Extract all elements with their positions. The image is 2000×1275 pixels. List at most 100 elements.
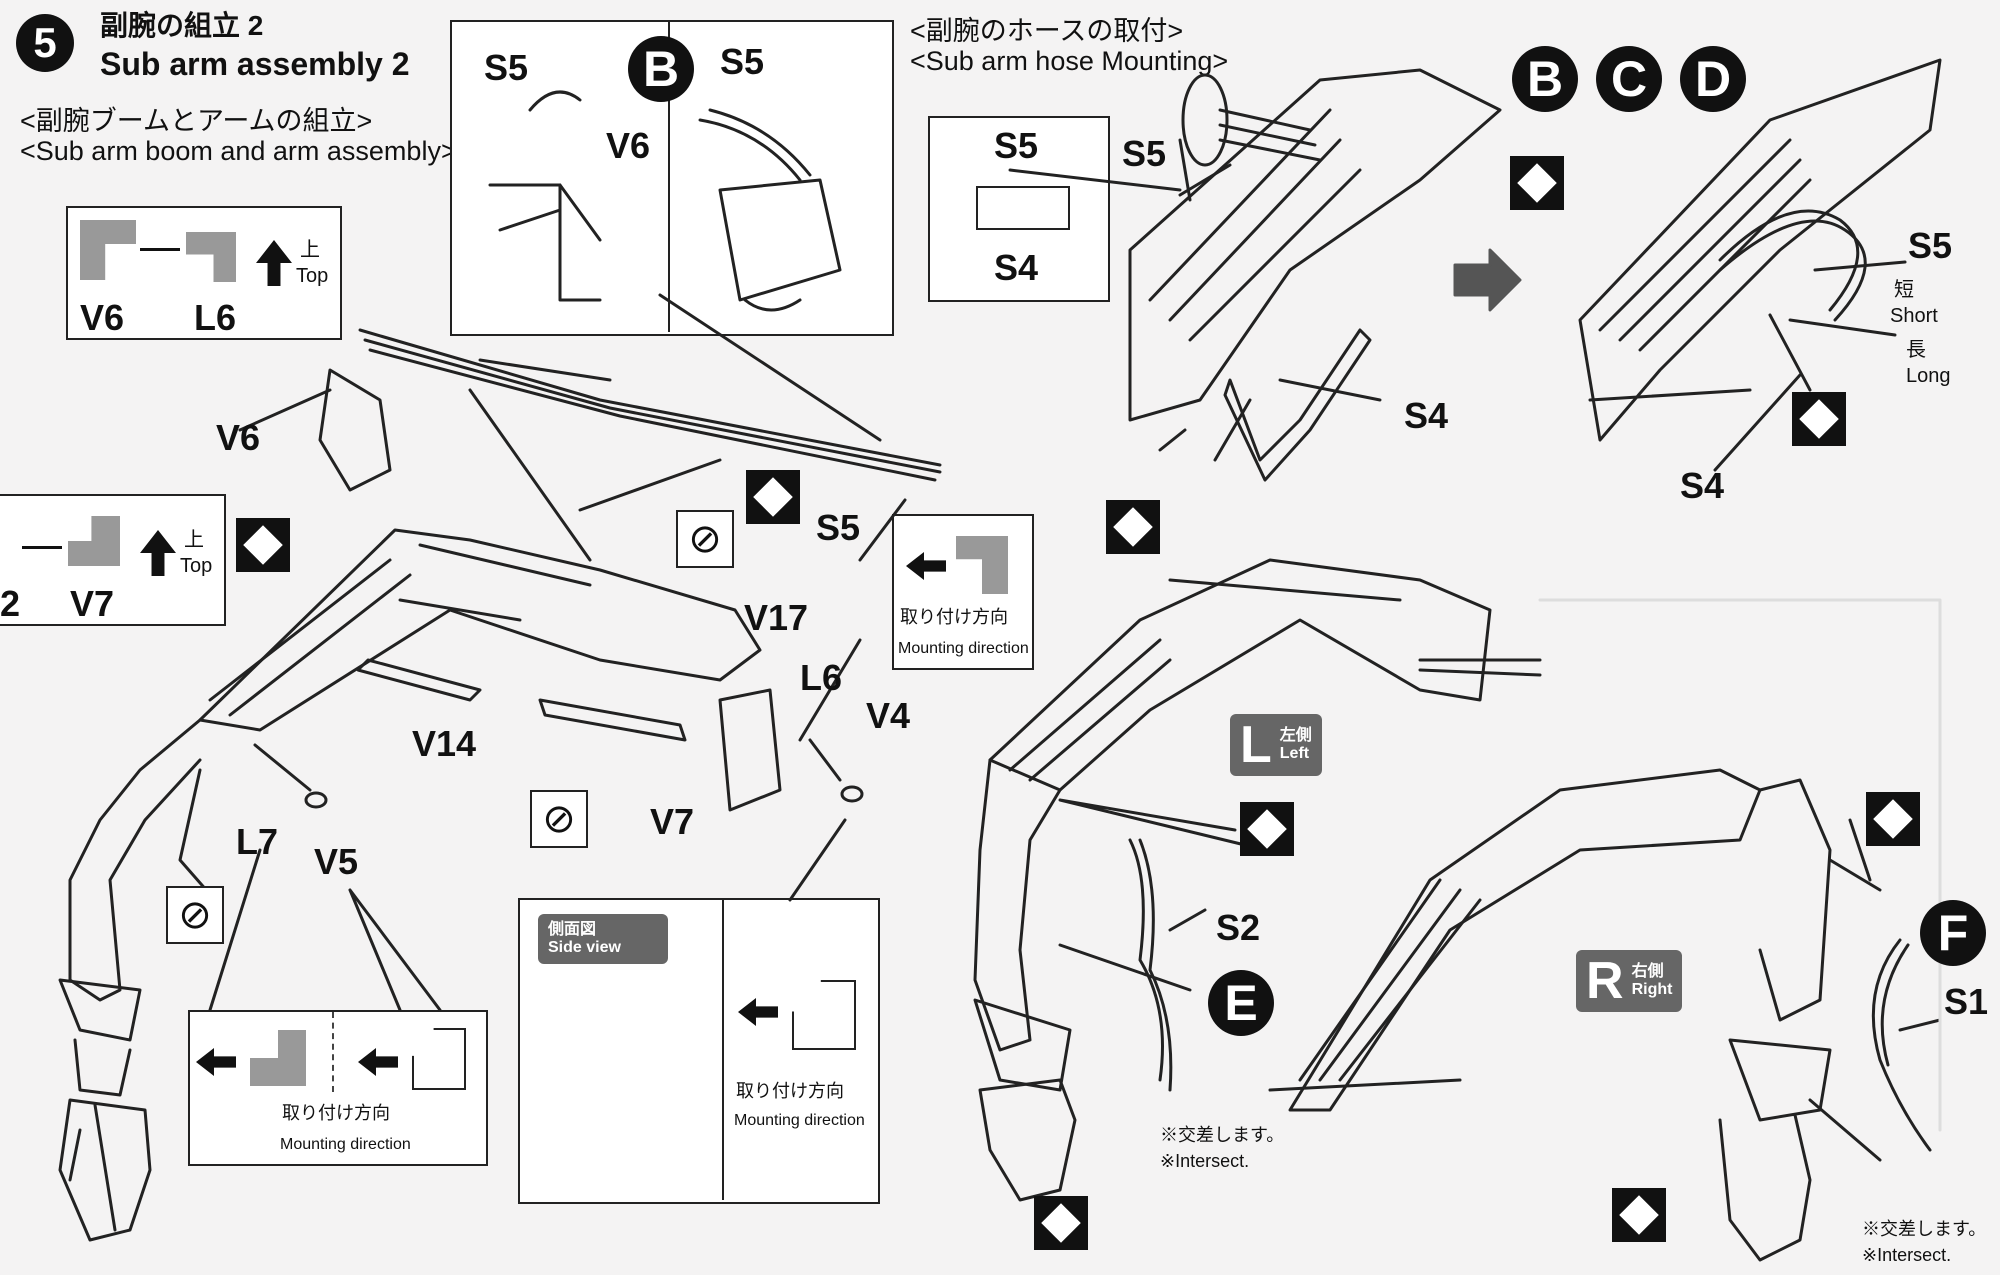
mounting-direction-jp-1: 取り付け方向 — [900, 607, 1008, 627]
callout-b-2: B — [1512, 46, 1578, 112]
callout-b-1: B — [628, 36, 694, 102]
top-label-en-2: Top — [180, 555, 213, 577]
l7-v5-box-divider — [332, 1012, 334, 1092]
diamond-marker — [1612, 1188, 1666, 1242]
hose-section-title-jp: <副腕のホースの取付> — [910, 16, 1184, 46]
left-assembly-arm — [973, 758, 1062, 1052]
part-label-s2: S2 — [1216, 907, 1261, 948]
right-assembly-crusher — [1718, 1038, 1832, 1262]
v6-bracket — [318, 368, 392, 492]
v14-rod — [356, 658, 482, 702]
left-assembly-boom — [988, 558, 1492, 792]
callout-f: F — [1920, 900, 1986, 966]
diamond-marker — [1106, 500, 1160, 554]
right-assembly-arm — [1758, 778, 1832, 1022]
l6-pin — [808, 738, 842, 782]
intersect-jp-left: ※交差します。 — [1160, 1125, 1285, 1145]
part-label-l6: L6 — [800, 657, 843, 698]
side-view-jp: 側面図 — [548, 921, 597, 939]
v7-cylinder — [538, 698, 687, 742]
callout-e: E — [1208, 970, 1274, 1036]
part-label-l7: L7 — [236, 821, 279, 862]
intersect-en-left: ※Intersect. — [1160, 1151, 1250, 1171]
top-label-en-1: Top — [296, 265, 329, 287]
short-label-jp: 短 — [1894, 279, 1914, 301]
part-label-s5: S5 — [1908, 225, 1953, 266]
bcd-boom — [1578, 58, 1942, 442]
mounting-direction-en-2: Mounting direction — [280, 1136, 411, 1153]
part-label-s5: S5 — [994, 125, 1039, 166]
part-label-s5: S5 — [484, 47, 529, 88]
mounting-direction-en-3: Mounting direction — [734, 1112, 865, 1129]
part-label-v7: V7 — [70, 583, 115, 624]
v5-mounting-part-icon — [412, 1028, 466, 1090]
callout-c: C — [1596, 46, 1662, 112]
right-assembly-boom — [1288, 768, 1762, 1112]
left-badge-en: Left — [1279, 745, 1310, 762]
prohibited-icon: ⊘ — [530, 790, 588, 848]
diamond-marker — [1510, 156, 1564, 210]
top-label-jp-2: 上 — [184, 529, 204, 551]
long-label-jp: 長 — [1906, 339, 1926, 361]
right-badge-letter: R — [1586, 952, 1624, 1010]
right-side-badge: R 右側 Right — [1576, 950, 1683, 1012]
intersect-en-right: ※Intersect. — [1862, 1245, 1952, 1265]
s5-hose-bundle — [358, 328, 942, 482]
right-badge-en: Right — [1631, 981, 1673, 998]
step-title-en: Sub arm assembly 2 — [100, 46, 410, 82]
part-label-v7: V7 — [650, 801, 695, 842]
step-title-jp: 副腕の組立 2 — [100, 10, 264, 41]
part-label-s5: S5 — [720, 41, 765, 82]
part-label-v6: V6 — [216, 417, 261, 458]
diamond-marker — [1792, 392, 1846, 446]
diamond-marker — [1034, 1196, 1088, 1250]
prohibited-icon: ⊘ — [676, 510, 734, 568]
left-boom-outline — [198, 528, 762, 732]
part-label-v5: V5 — [314, 841, 359, 882]
orientation-arrow-icon — [140, 248, 180, 251]
s5-short-long-hoses — [1718, 209, 1867, 322]
part-label-s4: S4 — [994, 247, 1039, 288]
prohibited-icon: ⊘ — [166, 886, 224, 944]
long-label-en: Long — [1906, 365, 1951, 387]
subtitle-en: <Sub arm boom and arm assembly> — [20, 136, 457, 166]
step-number-badge: 5 — [16, 14, 74, 72]
hose-section-title-en: <Sub arm hose Mounting> — [910, 46, 1229, 76]
callout-d: D — [1680, 46, 1746, 112]
v17-plate — [718, 688, 782, 812]
top-label-jp-1: 上 — [300, 239, 320, 261]
part-label-s4: S4 — [1404, 395, 1449, 436]
left-side-badge: L 左側 Left — [1230, 714, 1322, 776]
part-label-v6: V6 — [80, 297, 125, 338]
s1-hose — [1871, 938, 1932, 1152]
part-label-2: 2 — [0, 583, 21, 624]
part-label-s5: S5 — [816, 507, 861, 548]
left-boom-arm — [68, 718, 202, 1002]
hose-mount-boom — [1128, 68, 1502, 422]
left-assembly-crusher — [973, 998, 1077, 1202]
part-label-s1: S1 — [1944, 981, 1989, 1022]
panel-arrow — [1453, 248, 1522, 312]
left-badge-letter: L — [1240, 716, 1272, 774]
diamond-marker — [236, 518, 290, 572]
v7-orientation-arrow-icon — [22, 546, 62, 549]
mounting-direction-jp-2: 取り付け方向 — [282, 1103, 390, 1123]
part-label-v4: V4 — [866, 695, 911, 736]
part-label-v6: V6 — [606, 125, 651, 166]
s4-tube — [1223, 328, 1372, 482]
detail-box-b-divider — [668, 22, 670, 332]
right-badge-jp: 右側 — [1631, 963, 1664, 981]
part-label-l6: L6 — [194, 297, 237, 338]
s2-hoses — [1128, 838, 1173, 1092]
mounting-direction-en-1: Mounting direction — [898, 640, 1029, 657]
part-label-s5: S5 — [1122, 133, 1167, 174]
s4-s5-section-icon — [976, 186, 1070, 230]
mounting-direction-jp-3: 取り付け方向 — [736, 1081, 844, 1101]
part-label-v17: V17 — [744, 597, 809, 638]
diamond-marker — [746, 470, 800, 524]
intersect-jp-right: ※交差します。 — [1862, 1219, 1987, 1239]
diamond-marker — [1866, 792, 1920, 846]
left-badge-jp: 左側 — [1279, 727, 1312, 745]
part-label-v14: V14 — [412, 723, 477, 764]
